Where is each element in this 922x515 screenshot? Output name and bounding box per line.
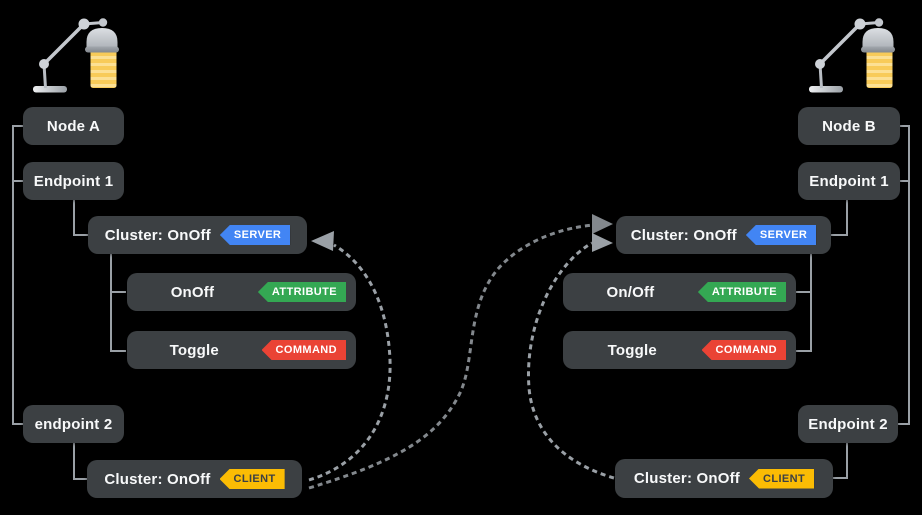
attribute-badge: ATTRIBUTE (257, 282, 346, 302)
command-label: Toggle (607, 341, 657, 359)
node-a-onoff-attribute-row: OnOff ATTRIBUTE (127, 273, 356, 311)
node-a-cluster-onoff-client-box: Cluster: OnOff CLIENT (87, 460, 302, 498)
node-b-endpoint-2-box: Endpoint 2 (798, 405, 898, 443)
node-a-endpoint-2-box: endpoint 2 (23, 405, 124, 443)
node-b-cluster-onoff-server-box: Cluster: OnOff SERVER (616, 216, 831, 254)
node-a-cluster-onoff-server-box: Cluster: OnOff SERVER (88, 216, 307, 254)
cluster-label: Cluster: OnOff (104, 226, 211, 244)
node-a-toggle-command-row: Toggle COMMAND (127, 331, 356, 369)
node-b-cluster-onoff-client-box: Cluster: OnOff CLIENT (615, 459, 833, 498)
attribute-label: OnOff (170, 283, 215, 301)
cluster-label: Cluster: OnOff (630, 226, 737, 244)
node-a-endpoint-1-box: Endpoint 1 (23, 162, 124, 200)
node-b-label: Node B (822, 117, 876, 135)
endpoint-1-label: Endpoint 1 (33, 172, 114, 190)
node-b-toggle-command-row: Toggle COMMAND (563, 331, 796, 369)
endpoint-2-label: Endpoint 2 (808, 415, 888, 433)
arrowhead-into-serverB-lower (592, 233, 613, 252)
desk-lamp-icon (31, 16, 121, 95)
command-label: Toggle (169, 341, 219, 359)
endpoint-2-label: endpoint 2 (34, 415, 113, 433)
client-badge: CLIENT (749, 468, 815, 489)
client-badge: CLIENT (219, 469, 285, 489)
arrowhead-into-serverA (311, 231, 334, 251)
node-b-onoff-attribute-row: On/Off ATTRIBUTE (563, 273, 796, 311)
attribute-badge: ATTRIBUTE (697, 282, 786, 302)
cluster-label: Cluster: OnOff (104, 470, 211, 488)
node-a-box: Node A (23, 107, 124, 145)
server-badge: SERVER (745, 225, 817, 245)
command-badge: COMMAND (261, 340, 346, 360)
cluster-label: Cluster: OnOff (633, 470, 740, 487)
server-badge: SERVER (219, 225, 291, 245)
attribute-label: On/Off (606, 283, 655, 301)
endpoint-1-label: Endpoint 1 (809, 172, 889, 190)
command-badge: COMMAND (701, 340, 786, 360)
node-b-box: Node B (798, 107, 900, 145)
node-b-endpoint-1-box: Endpoint 1 (798, 162, 900, 200)
arrowhead-into-serverB-upper (592, 214, 613, 234)
node-a-label: Node A (46, 117, 101, 135)
desk-lamp-icon (807, 16, 897, 95)
